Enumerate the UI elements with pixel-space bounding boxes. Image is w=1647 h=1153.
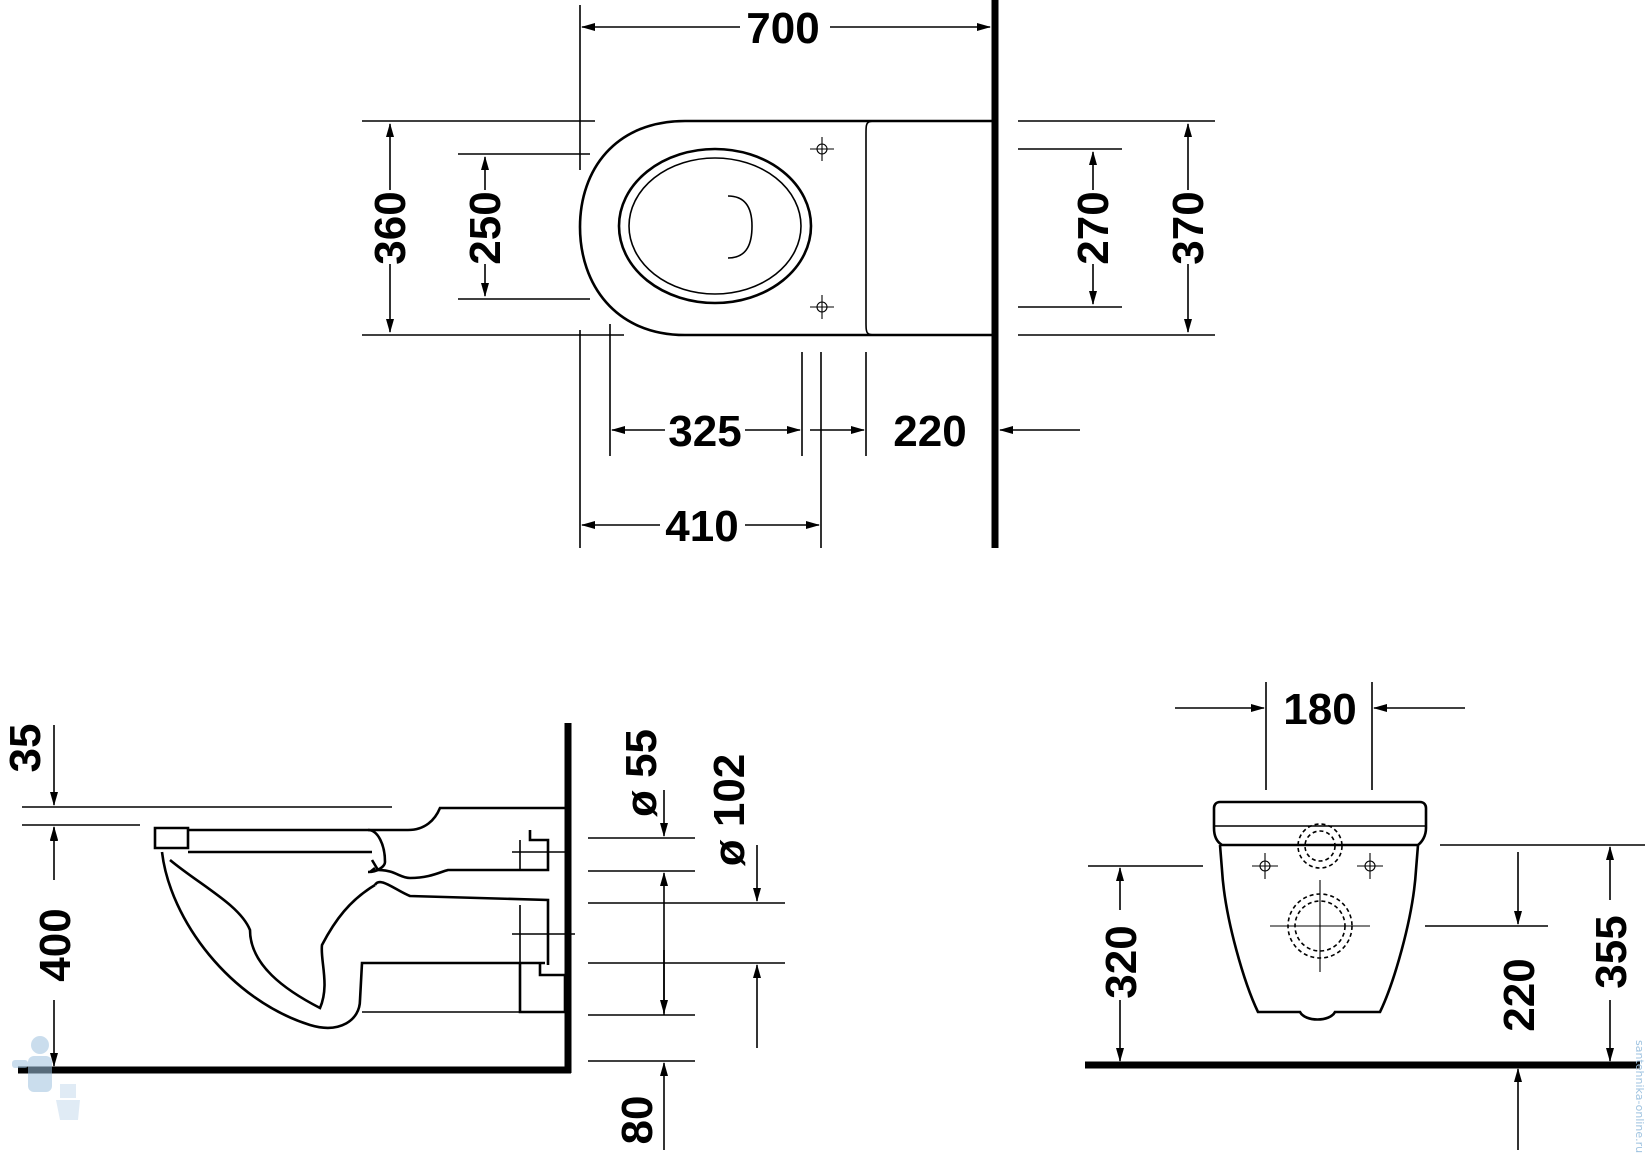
rear-view: 180 320 220 355 [1085,682,1645,1150]
dim-220-top-label: 220 [893,407,966,456]
top-view: 700 360 250 270 370 325 [362,0,1215,551]
top-bowl-outline [578,119,995,337]
top-fixing-hole-lower [810,295,834,319]
dim-55-label: ø 55 [617,729,666,817]
dim-355-label: 355 [1587,915,1636,988]
top-inner-rim [628,157,802,295]
dim-370-label: 370 [1164,191,1213,264]
rear-inlet-outer-circle [1297,823,1343,869]
rear-fixing-hole-left [1252,853,1278,879]
rear-top-cap [1212,800,1428,847]
dim-220-rear-label: 220 [1495,958,1544,1031]
side-inlet-stub [512,840,565,870]
rear-inlet-inner-circle [1304,830,1336,862]
top-flush-slot [727,195,753,259]
dim-410-label: 410 [665,502,738,551]
side-mid-body [373,880,550,965]
watermark-logo [12,1036,80,1120]
dim-102-label: ø 102 [705,754,754,867]
dim-400-label: 400 [31,908,80,981]
dim-80-label: 80 [613,1096,662,1145]
side-upper-body-2 [370,830,550,880]
dim-35-label: 35 [1,724,50,773]
side-outlet-stub [512,905,575,965]
dim-325-label: 325 [668,407,741,456]
dim-320-label: 320 [1097,925,1146,998]
side-seat [153,826,190,850]
dim-180-label: 180 [1283,685,1356,734]
side-upper-body [368,806,565,832]
side-bowl-outer [160,851,545,1030]
top-back-section [865,120,881,336]
side-seat-top [188,828,387,874]
dim-700-label: 700 [746,4,819,53]
watermark-text: santehnika-online.ru [1633,1040,1646,1153]
rear-fixing-hole-right [1357,853,1383,879]
side-view: 35 400 ø 55 ø 102 80 [1,723,785,1150]
top-fixing-hole-upper [810,137,834,161]
side-rear-block [518,963,567,1014]
dim-250-label: 250 [461,191,510,264]
side-bowl-inner [169,859,376,1010]
rear-body [1218,844,1420,1021]
dim-360-label: 360 [366,191,415,264]
top-seat-opening [617,147,813,305]
dim-270-label: 270 [1069,191,1118,264]
